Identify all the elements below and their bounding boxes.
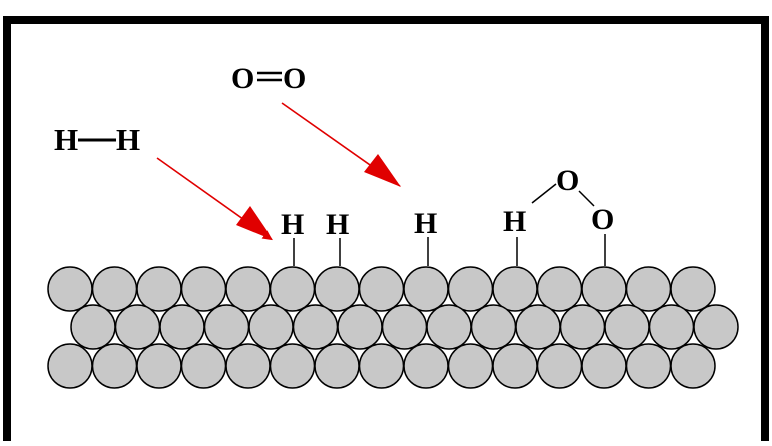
- hydroperoxyl-oxygen-bottom-label: O: [591, 203, 614, 236]
- surface-atom: [492, 266, 538, 312]
- hydroperoxyl-oxygen-top-label: O: [556, 164, 579, 197]
- surface-atom: [536, 266, 583, 312]
- hydrogen-arrow-head: [236, 206, 273, 240]
- surface-atom: [314, 266, 360, 312]
- surface-atom: [670, 343, 716, 389]
- adsorbed-hydrogen-3: H: [414, 207, 437, 266]
- surface-atom: [180, 343, 227, 389]
- oxygen-molecule-atom-left: O: [231, 62, 254, 95]
- surface-atom: [337, 304, 383, 350]
- hydrogen-molecule-atom-right: H: [116, 122, 140, 157]
- surface-atom: [536, 343, 583, 389]
- surface-atom: [492, 343, 538, 389]
- oxygen-arrow-head: [364, 154, 401, 187]
- surface-atom: [559, 304, 606, 350]
- surface-atom: [91, 266, 138, 312]
- surface-atom: [381, 304, 428, 350]
- surface-atom: [515, 304, 561, 350]
- hydroperoxyl-o-o-bond: [578, 190, 595, 207]
- oxygen-molecule-atom-right: O: [283, 62, 306, 95]
- hydrogen-molecule-atom-left: H: [54, 122, 78, 157]
- hydroperoxyl-h-o-bond: [531, 183, 557, 204]
- surface-atom: [91, 343, 138, 389]
- surface-atom: [248, 304, 294, 350]
- adsorbed-hydrogen-3-label: H: [414, 207, 437, 240]
- adsorbed-hydrogen-1-label: H: [281, 208, 304, 241]
- surface-atom: [114, 304, 161, 350]
- hydrogen-molecule: H H: [54, 122, 140, 157]
- surface-atom: [225, 343, 271, 389]
- surface-atom: [604, 304, 650, 350]
- surface-atom: [136, 343, 182, 389]
- adsorbed-hydrogen-2-label: H: [326, 208, 349, 241]
- surface-atom: [648, 304, 695, 350]
- surface-atom: [358, 343, 405, 389]
- surface-atom: [670, 266, 716, 312]
- surface-atom: [403, 266, 449, 312]
- surface-atom: [225, 266, 271, 312]
- surface-atom: [625, 266, 672, 312]
- hydroperoxyl-hydrogen-label: H: [503, 205, 526, 238]
- surface-atom: [426, 304, 472, 350]
- surface-atom: [269, 343, 316, 389]
- surface-atom: [625, 343, 672, 389]
- surface-atom: [47, 343, 93, 389]
- adsorbed-hydrogen-2: H: [326, 208, 349, 266]
- surface-atom: [470, 304, 517, 350]
- surface-atom: [693, 304, 739, 350]
- surface-atom: [180, 266, 227, 312]
- metal-surface: [47, 266, 739, 389]
- surface-atom: [136, 266, 182, 312]
- adsorbed-hydrogen-1: H: [281, 208, 304, 266]
- surface-atom: [314, 343, 360, 389]
- surface-atom: [159, 304, 205, 350]
- surface-atom: [447, 343, 494, 389]
- surface-atom: [581, 343, 627, 389]
- adsorbed-hydroperoxyl: H O O: [503, 164, 614, 266]
- surface-atom: [581, 266, 627, 312]
- surface-atom: [70, 304, 116, 350]
- surface-atom: [403, 343, 449, 389]
- surface-atom: [447, 266, 494, 312]
- oxygen-molecule: O O: [231, 62, 306, 95]
- surface-atom: [47, 266, 93, 312]
- surface-atom: [269, 266, 316, 312]
- surface-atom: [358, 266, 405, 312]
- surface-atom: [292, 304, 339, 350]
- surface-atom: [203, 304, 250, 350]
- diagram-frame: [3, 16, 769, 446]
